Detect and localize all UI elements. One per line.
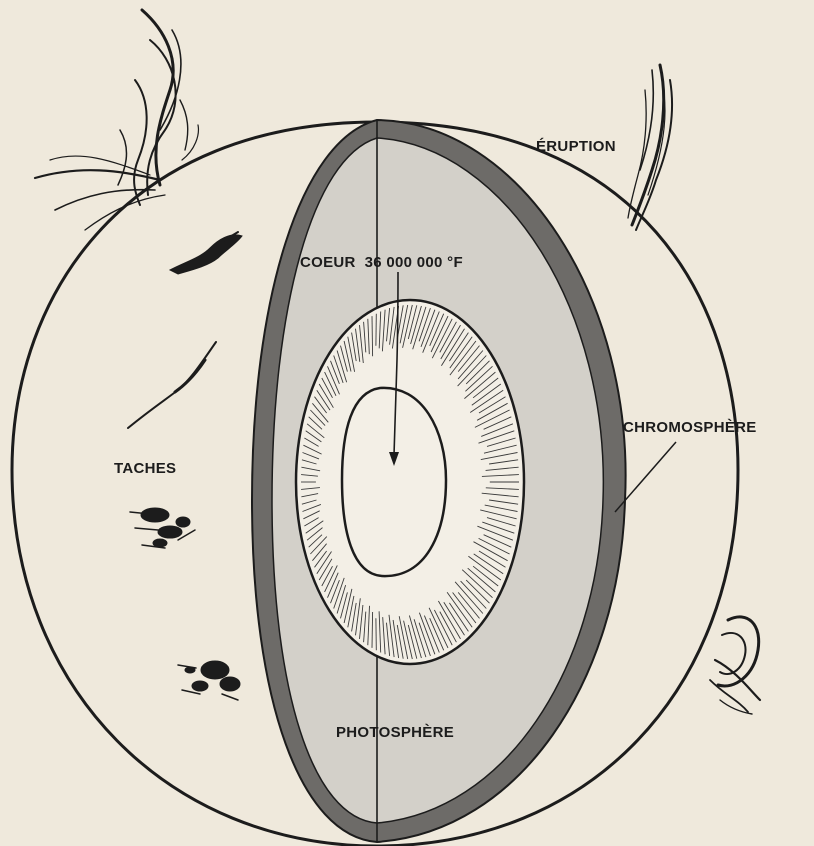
core-label: COEUR 36 000 000 °F (300, 254, 463, 271)
core-region (342, 388, 446, 576)
hatch-stroke (372, 612, 373, 648)
photosphere-label: PHOTOSPHÈRE (336, 724, 454, 741)
chromosphere-label: CHROMOSPHÈRE (623, 419, 757, 436)
prominence-loop (710, 617, 760, 714)
eruption-label: ÉRUPTION (536, 138, 616, 155)
spots-label: TACHES (114, 460, 176, 477)
hatch-stroke (372, 316, 373, 356)
eruption-right (628, 65, 672, 230)
